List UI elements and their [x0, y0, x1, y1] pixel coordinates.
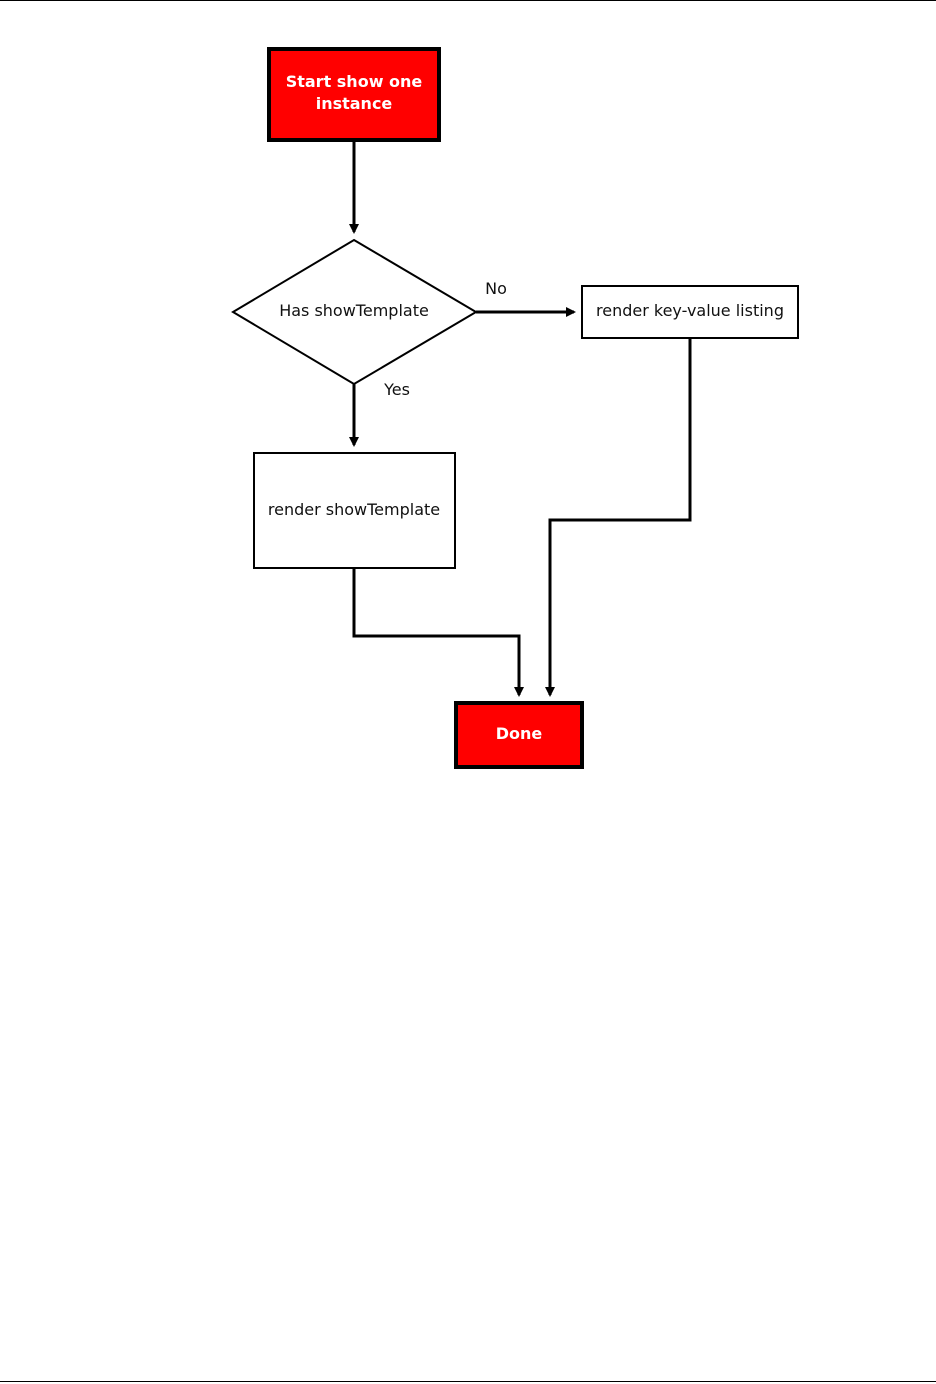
decision-label: Has showTemplate: [279, 301, 429, 320]
start-label-line1: Start show one: [286, 72, 423, 91]
render-kv-label: render key-value listing: [596, 301, 784, 320]
edge-kv-to-done: [545, 338, 692, 697]
done-label: Done: [496, 724, 543, 743]
render-template-label: render showTemplate: [268, 500, 440, 519]
no-branch-label: No: [485, 279, 507, 298]
yes-branch-label: Yes: [383, 380, 410, 399]
start-node: Start show one instance: [267, 47, 441, 142]
done-node: Done: [454, 701, 584, 769]
start-label-line2: instance: [316, 94, 393, 113]
render-template-node: render showTemplate: [253, 452, 456, 569]
page-top-rule: [0, 0, 936, 1]
page-bottom-rule: [0, 1381, 936, 1382]
edge-template-to-done: [352, 568, 524, 697]
render-kv-node: render key-value listing: [581, 285, 799, 339]
decision-node: Has showTemplate: [231, 238, 478, 386]
